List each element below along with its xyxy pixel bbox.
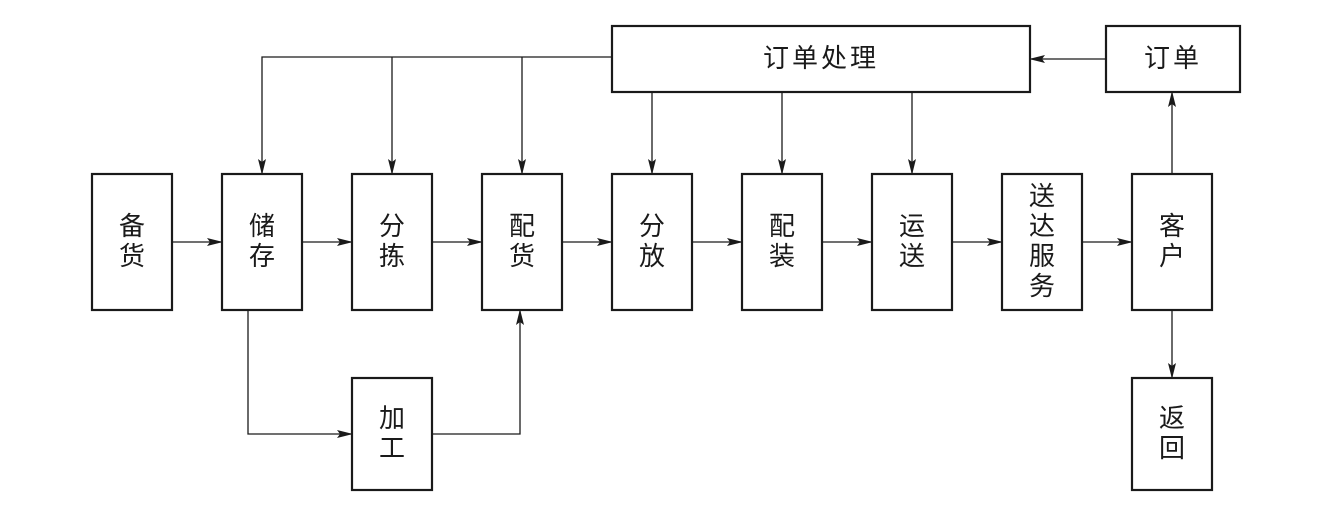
node-label-peizhuang: 配 <box>769 212 795 242</box>
node-beihuo: 备货 <box>90 172 174 312</box>
node-box-peizhuang <box>740 172 824 312</box>
node-peihuo: 配货 <box>480 172 564 312</box>
arrow-jiagong-to-peihuo <box>432 309 524 435</box>
node-label-fanhui: 返 <box>1159 404 1185 434</box>
node-fenjian: 分拣 <box>350 172 434 312</box>
node-label-fenfang: 分 <box>639 212 665 242</box>
node-peizhuang: 配装 <box>740 172 824 312</box>
node-box-kehu <box>1130 172 1214 312</box>
node-label-chucun: 储 <box>249 212 275 242</box>
arrow-dingdan-chuli-to-chucun <box>258 56 612 175</box>
node-label-fanhui: 回 <box>1159 434 1185 464</box>
node-label-kehu: 客 <box>1159 212 1185 242</box>
node-label-yunsong: 送 <box>899 242 925 272</box>
node-yunsong: 运送 <box>870 172 954 312</box>
node-label-yunsong: 运 <box>899 212 925 242</box>
node-box-fenjian <box>350 172 434 312</box>
node-label-fenjian: 拣 <box>379 242 405 272</box>
node-label-peizhuang: 装 <box>769 242 795 272</box>
node-label-beihuo: 货 <box>119 242 145 272</box>
node-box-beihuo <box>90 172 174 312</box>
node-box-fanhui <box>1130 376 1214 492</box>
node-box-dingdan <box>1104 24 1242 94</box>
node-label-jiagong: 加 <box>379 404 405 434</box>
node-box-dingdan-chuli <box>610 24 1032 94</box>
node-box-songda <box>1000 172 1084 312</box>
node-box-peihuo <box>480 172 564 312</box>
node-dingdan: 订单 <box>1104 24 1242 94</box>
node-fanhui: 返回 <box>1130 376 1214 492</box>
node-chucun: 储存 <box>220 172 304 312</box>
node-label-beihuo: 备 <box>119 212 145 242</box>
node-jiagong: 加工 <box>350 376 434 492</box>
node-label-dingdan: 订单 <box>1144 44 1202 74</box>
node-box-fenfang <box>610 172 694 312</box>
node-fenfang: 分放 <box>610 172 694 312</box>
node-label-kehu: 户 <box>1159 242 1185 272</box>
node-box-jiagong <box>350 376 434 492</box>
node-box-yunsong <box>870 172 954 312</box>
node-dingdan-chuli: 订单处理 <box>610 24 1032 94</box>
node-label-chucun: 存 <box>249 242 275 272</box>
node-label-songda: 服 <box>1029 242 1055 272</box>
node-box-chucun <box>220 172 304 312</box>
node-label-peihuo: 配 <box>509 212 535 242</box>
node-label-fenfang: 放 <box>639 242 665 272</box>
node-label-songda: 送 <box>1029 182 1055 212</box>
node-label-jiagong: 工 <box>379 434 405 464</box>
node-label-dingdan-chuli: 订单处理 <box>763 44 879 74</box>
node-kehu: 客户 <box>1130 172 1214 312</box>
node-label-songda: 达 <box>1029 212 1055 242</box>
node-label-songda: 务 <box>1029 272 1055 302</box>
arrow-chucun-to-jiagong <box>247 310 353 438</box>
node-label-fenjian: 分 <box>379 212 405 242</box>
node-label-peihuo: 货 <box>509 242 535 272</box>
